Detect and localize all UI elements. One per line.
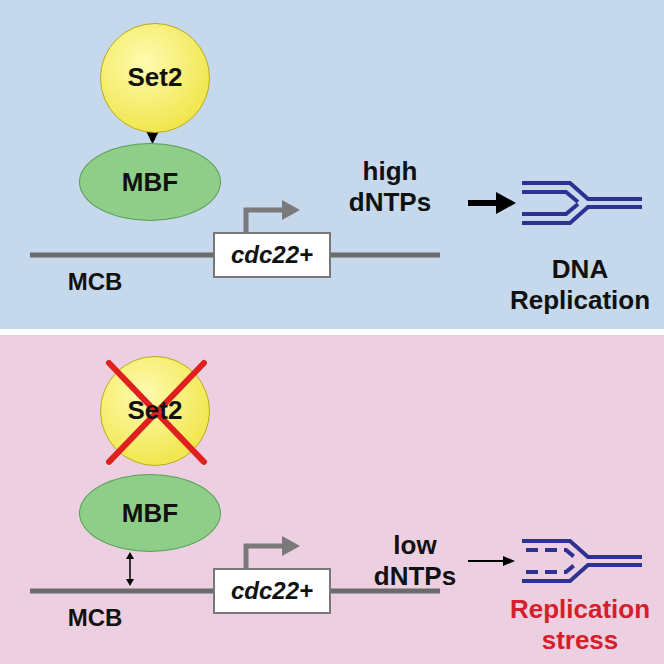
- outcome-label: DNA Replication: [510, 254, 650, 316]
- node-text: Set2: [128, 62, 183, 93]
- activation-arrow: [150, 135, 155, 140]
- dntp-level-label: low dNTPs: [374, 530, 456, 592]
- top-panel: [0, 0, 664, 329]
- dntp-arrow: [468, 200, 500, 206]
- promoter-arrow: [246, 546, 284, 568]
- dntp-arrowhead: [503, 556, 515, 566]
- node-text: MBF: [122, 167, 178, 198]
- motif-label: MCB: [68, 268, 123, 297]
- cross-stroke: [109, 363, 204, 462]
- gene-box: cdc22+: [213, 568, 331, 614]
- deleted-protein-circle: Set2: [100, 356, 211, 467]
- protein-circle: Set2: [100, 23, 211, 134]
- promoter-arrow: [246, 210, 284, 232]
- binding-arrowhead: [126, 579, 134, 586]
- promoter-arrowhead: [282, 200, 300, 220]
- node-text: MBF: [122, 498, 178, 529]
- dntp-level-label: high dNTPs: [349, 156, 431, 218]
- outcome-label: Replication stress: [510, 594, 650, 656]
- dntp-arrow: [468, 560, 505, 562]
- binding-arrowhead: [126, 552, 134, 559]
- node-text: cdc22+: [231, 577, 313, 605]
- complex-ellipse: MBF: [79, 143, 221, 221]
- gene-box: cdc22+: [213, 232, 331, 278]
- stalled-fork: [522, 541, 642, 581]
- cross-stroke: [109, 363, 204, 462]
- promoter-arrowhead: [282, 536, 300, 556]
- complex-ellipse: MBF: [79, 474, 221, 552]
- motif-label: MCB: [68, 604, 123, 633]
- replication-fork: [522, 183, 642, 223]
- node-text: Set2: [128, 395, 183, 426]
- dntp-arrowhead: [496, 192, 516, 214]
- node-text: cdc22+: [231, 241, 313, 269]
- bottom-panel: [0, 335, 664, 664]
- binding-double-arrow: [129, 558, 131, 580]
